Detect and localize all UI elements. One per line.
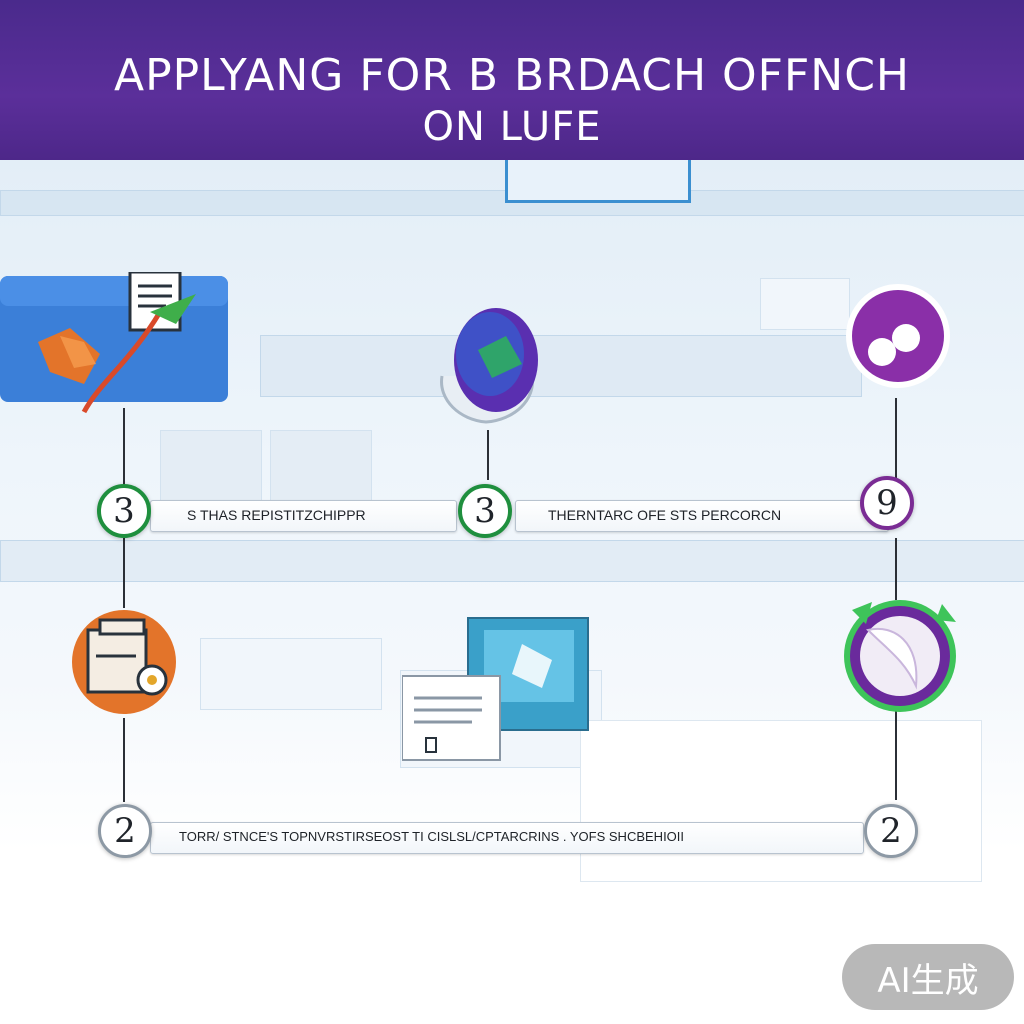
ai-generated-watermark: AI生成 — [842, 944, 1014, 1010]
connector-line — [123, 408, 125, 488]
step-bar-bottom: TORR/ STNCE'S TOPNVRSTIRSEOST TI CISLSL/… — [150, 822, 864, 854]
purple-dots-icon — [846, 284, 950, 388]
computer-icon — [402, 617, 589, 761]
orange-folder-icon — [72, 610, 176, 714]
title-banner: APPLYANG FOR B BRDACH OFFNCH ON LUFE — [0, 0, 1024, 160]
step-number-badge: 3 — [458, 484, 512, 538]
step-number-badge: 3 — [97, 484, 151, 538]
title-line-2: ON LUFE — [422, 104, 602, 150]
purple-swirl-icon — [844, 600, 956, 712]
monitor-top — [505, 160, 691, 203]
connector-line — [895, 398, 897, 480]
folder-wrench-icon — [0, 272, 228, 414]
connector-line — [487, 430, 489, 480]
desk-surface — [580, 720, 982, 882]
connector-line — [123, 718, 125, 802]
cabinet-right — [270, 430, 372, 502]
step-label: S THAS REPISTITZCHIPPR — [187, 507, 366, 523]
lower-shelf — [0, 540, 1024, 582]
step-label: TORR/ STNCE'S TOPNVRSTIRSEOST TI CISLSL/… — [179, 829, 685, 844]
cabinet-left — [160, 430, 262, 502]
desk-panel — [200, 638, 382, 710]
title-line-1: APPLYANG FOR B BRDACH OFFNCH — [113, 50, 911, 101]
connector-line — [123, 538, 125, 608]
step-number-badge: 2 — [864, 804, 918, 858]
connector-line — [895, 708, 897, 800]
shield-icon — [440, 308, 538, 424]
middle-shelf — [260, 335, 862, 397]
connector-line — [895, 538, 897, 600]
step-bar-top-right: THERNTARC OFE STS PERCORCN — [515, 500, 889, 532]
step-label: THERNTARC OFE STS PERCORCN — [548, 507, 782, 523]
step-bar-top-left: S THAS REPISTITZCHIPPR — [150, 500, 457, 532]
step-number-badge: 2 — [98, 804, 152, 858]
step-number-badge: 9 — [860, 476, 914, 530]
wall-panel — [760, 278, 850, 330]
